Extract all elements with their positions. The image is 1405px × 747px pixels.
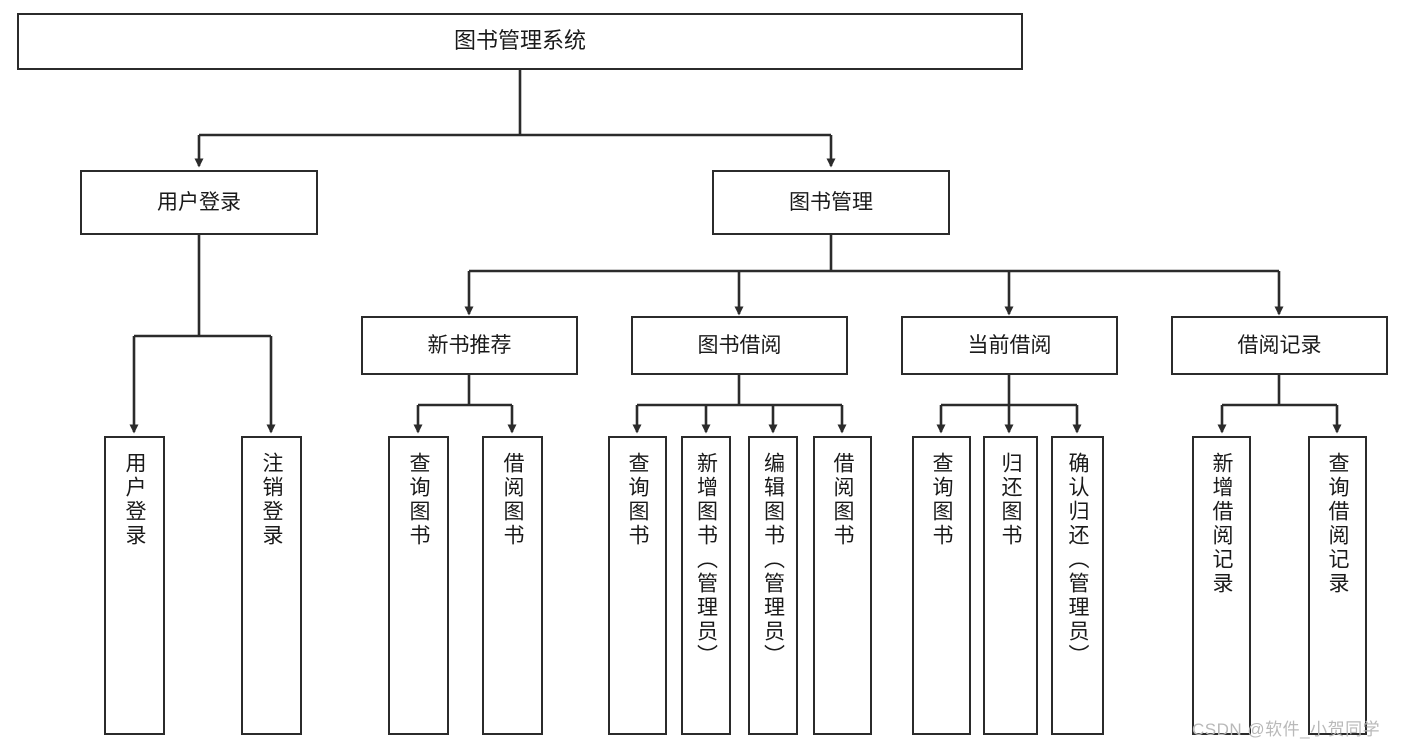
node-leaf-edit-book-label: 编辑图书（管理员）: [761, 452, 785, 668]
node-current-borrow-label: 当前借阅: [967, 333, 1052, 357]
node-leaf-borrow-book-2[interactable]: 借阅图书: [813, 436, 872, 735]
node-book-manage[interactable]: 图书管理: [712, 170, 950, 235]
node-leaf-query-record-label: 查询借阅记录: [1326, 452, 1349, 596]
node-leaf-query-book-1-label: 查询图书: [407, 452, 430, 548]
node-new-book-recommend[interactable]: 新书推荐: [361, 316, 578, 375]
node-root-label: 图书管理系统: [453, 28, 586, 54]
node-root[interactable]: 图书管理系统: [17, 13, 1023, 70]
node-leaf-query-book-1[interactable]: 查询图书: [388, 436, 449, 735]
node-leaf-confirm-return[interactable]: 确认归还（管理员）: [1051, 436, 1104, 735]
node-leaf-user-logout[interactable]: 注销登录: [241, 436, 302, 735]
node-leaf-user-logout-label: 注销登录: [260, 452, 283, 548]
node-book-manage-label: 图书管理: [789, 190, 873, 214]
node-new-book-recommend-label: 新书推荐: [427, 333, 512, 357]
node-leaf-add-record[interactable]: 新增借阅记录: [1192, 436, 1251, 735]
node-user-login-label: 用户登录: [157, 190, 241, 214]
node-book-borrow-label: 图书借阅: [697, 333, 782, 357]
node-leaf-query-book-3[interactable]: 查询图书: [912, 436, 971, 735]
node-leaf-user-login[interactable]: 用户登录: [104, 436, 165, 735]
node-leaf-add-book-label: 新增图书（管理员）: [694, 452, 718, 668]
node-leaf-add-book[interactable]: 新增图书（管理员）: [681, 436, 731, 735]
csdn-watermark-text: CSDN @软件_小贺同学: [1192, 720, 1381, 739]
node-leaf-query-book-3-label: 查询图书: [930, 452, 953, 548]
node-current-borrow[interactable]: 当前借阅: [901, 316, 1118, 375]
node-borrow-record[interactable]: 借阅记录: [1171, 316, 1388, 375]
node-borrow-record-label: 借阅记录: [1237, 333, 1322, 357]
node-leaf-user-login-label: 用户登录: [123, 452, 146, 548]
node-leaf-confirm-return-label: 确认归还（管理员）: [1066, 452, 1089, 668]
node-user-login[interactable]: 用户登录: [80, 170, 318, 235]
csdn-watermark: CSDN @软件_小贺同学: [1192, 715, 1380, 740]
node-leaf-return-book[interactable]: 归还图书: [983, 436, 1038, 735]
node-book-borrow[interactable]: 图书借阅: [631, 316, 848, 375]
node-leaf-query-record[interactable]: 查询借阅记录: [1308, 436, 1367, 735]
node-leaf-borrow-book-1-label: 借阅图书: [501, 452, 524, 548]
node-leaf-return-book-label: 归还图书: [999, 452, 1022, 548]
node-leaf-borrow-book-1[interactable]: 借阅图书: [482, 436, 543, 735]
node-leaf-add-record-label: 新增借阅记录: [1210, 452, 1233, 596]
node-leaf-edit-book[interactable]: 编辑图书（管理员）: [748, 436, 798, 735]
node-leaf-borrow-book-2-label: 借阅图书: [831, 452, 854, 548]
node-leaf-query-book-2[interactable]: 查询图书: [608, 436, 667, 735]
node-leaf-query-book-2-label: 查询图书: [626, 452, 649, 548]
